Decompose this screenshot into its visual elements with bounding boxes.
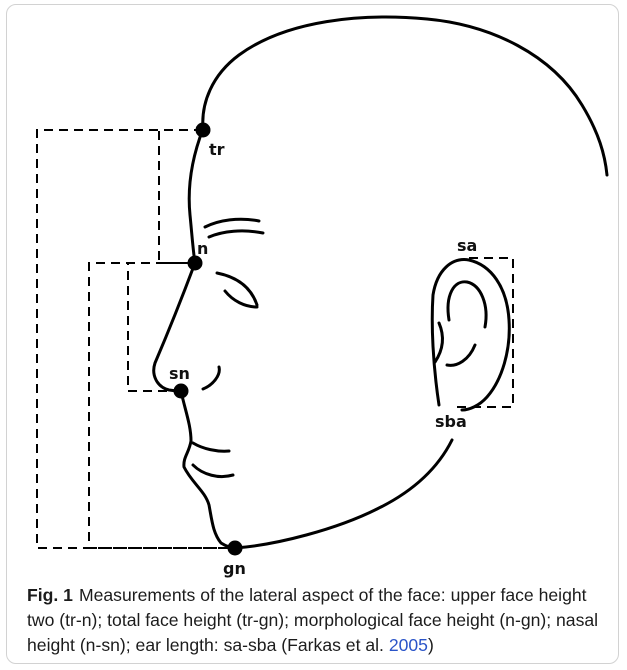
bracket-sa-sba — [454, 258, 513, 407]
citation-year-link[interactable]: 2005 — [389, 635, 428, 655]
label-sn: sn — [169, 364, 190, 383]
mouth-lower — [193, 465, 233, 477]
bracket-tr-gn — [37, 130, 235, 548]
caption-text: Measurements of the lateral aspect of th… — [27, 585, 598, 655]
label-sa: sa — [457, 236, 477, 255]
point-tr — [196, 123, 211, 138]
lip-chin-profile — [181, 391, 235, 548]
face-diagram: tr n sn gn sa sba — [7, 5, 619, 580]
jaw-line — [235, 440, 452, 548]
point-gn — [228, 541, 243, 556]
figure-number: Fig. 1 — [27, 585, 73, 605]
label-n: n — [197, 239, 208, 258]
label-gn: gn — [223, 559, 246, 578]
head-outline — [203, 17, 607, 175]
ear-inner — [435, 282, 486, 366]
mouth-upper — [193, 443, 229, 451]
point-sn — [174, 384, 189, 399]
label-sba: sba — [435, 412, 467, 431]
eyebrow-stroke-2 — [209, 231, 263, 237]
label-tr: tr — [209, 140, 225, 159]
nostril — [203, 367, 219, 389]
eyebrow-stroke-1 — [205, 219, 259, 227]
caption-close: ) — [428, 635, 434, 655]
bracket-n-gn — [89, 263, 235, 548]
